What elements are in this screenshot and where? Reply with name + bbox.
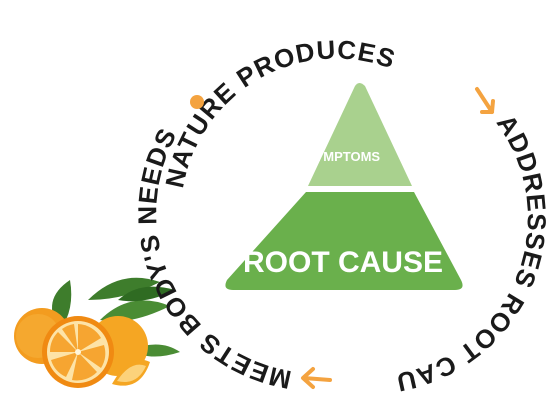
pyramid-bottom-label: ROOT CAUSE	[243, 246, 443, 279]
leaf	[88, 277, 160, 300]
arrow-icon	[475, 87, 495, 114]
start-dot	[190, 95, 204, 109]
pyramid-bottom-section	[225, 192, 463, 290]
arrow-icon	[301, 367, 332, 389]
pyramid: SYMPTOMS ROOT CAUSE	[225, 83, 463, 290]
pyramid-top-label: SYMPTOMS	[306, 149, 380, 164]
leaf	[118, 286, 175, 302]
pyramid-top-section	[308, 83, 412, 186]
oranges-image	[14, 277, 180, 388]
